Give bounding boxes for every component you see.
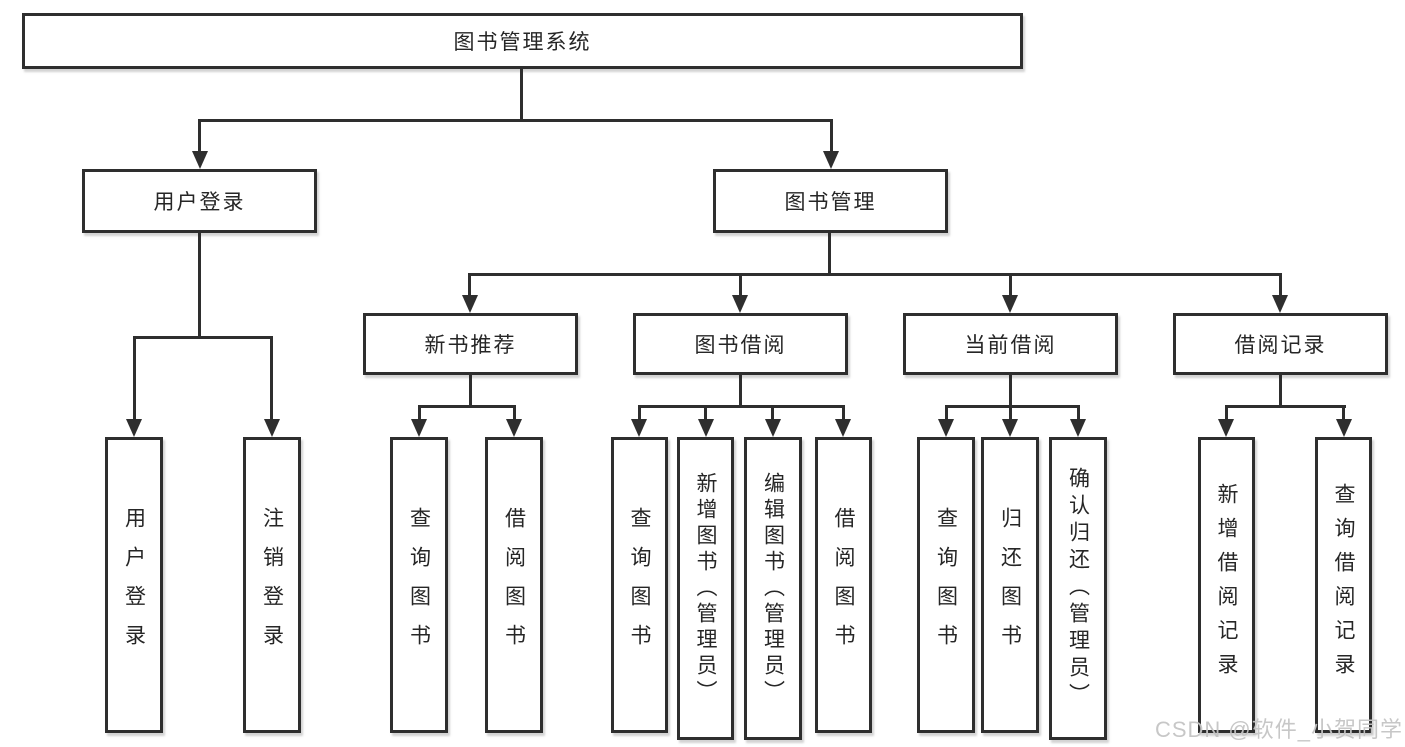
node-new-book-recommendation: 新书推荐	[363, 313, 578, 375]
connector-current-stem	[1009, 375, 1012, 407]
arrowhead-book-management	[823, 151, 839, 169]
leaf-label: 归还图书	[998, 507, 1022, 663]
connector-level2-rail	[198, 119, 833, 122]
leaf-label: 查询图书	[934, 507, 958, 663]
connector-records-rail	[1225, 405, 1346, 408]
leaf-current-confirm-return-admin: 确认归还（管理员）	[1049, 437, 1107, 740]
connector-arrow-recommend-stem	[468, 273, 471, 298]
leaf-label: 查询图书	[407, 507, 431, 663]
arrowhead-cur-confirm	[1070, 419, 1086, 437]
node-label: 借阅记录	[1234, 334, 1327, 357]
leaf-borrowing-edit-books-admin: 编辑图书（管理员）	[744, 437, 802, 740]
leaf-label: 新增图书（管理员）	[694, 471, 717, 706]
connector-current-rail	[945, 405, 1080, 408]
connector-recommend-rail	[418, 405, 516, 408]
leaf-current-return-books: 归还图书	[981, 437, 1039, 733]
leaf-label: 查询图书	[628, 507, 651, 663]
arrowhead-cur-query	[938, 419, 954, 437]
connector-arrow-cur-query-stem	[945, 405, 948, 421]
arrowhead-rec-query	[411, 419, 427, 437]
csdn-watermark: CSDN @软件_小贺同学	[1154, 717, 1403, 742]
leaf-borrowing-add-books-admin: 新增图书（管理员）	[677, 437, 734, 740]
arrowhead-borrowing	[732, 295, 748, 313]
connector-arrow-record-add-stem	[1225, 405, 1228, 421]
leaf-label: 借阅图书	[832, 507, 855, 663]
arrowhead-records	[1272, 295, 1288, 313]
leaf-label: 确认归还（管理员）	[1066, 467, 1090, 710]
leaf-label: 注销登录	[260, 507, 284, 663]
connector-arrow-leaf-logout-stem	[270, 336, 273, 421]
node-user-login: 用户登录	[82, 169, 317, 233]
connector-arrow-leaf-login-stem	[133, 336, 136, 421]
connector-arrow-current-stem	[1009, 273, 1012, 298]
connector-root-stem	[520, 68, 523, 120]
connector-arrow-bor-add-stem	[704, 405, 707, 421]
node-label: 图书管理系统	[453, 31, 592, 54]
leaf-borrowing-query-books: 查询图书	[611, 437, 668, 733]
connector-arrow-user-login-stem	[198, 119, 201, 153]
node-book-borrowing: 图书借阅	[633, 313, 848, 375]
leaf-label: 借阅图书	[502, 507, 526, 663]
connector-arrow-bor-query-stem	[638, 405, 641, 421]
connector-arrow-record-query-stem	[1342, 405, 1345, 421]
connector-arrow-rec-query-stem	[418, 405, 421, 421]
node-borrowing-records: 借阅记录	[1173, 313, 1388, 375]
leaf-user-login: 用户登录	[105, 437, 163, 733]
arrowhead-bor-query	[631, 419, 647, 437]
arrowhead-bor-edit	[765, 419, 781, 437]
arrowhead-bor-borrow	[835, 419, 851, 437]
arrowhead-leaf-login	[126, 419, 142, 437]
connector-arrow-rec-borrow-stem	[513, 405, 516, 421]
connector-book-management-stem	[828, 233, 831, 276]
leaf-label: 查询借阅记录	[1332, 483, 1355, 687]
connector-borrowing-rail	[638, 405, 845, 408]
leaf-label: 新增借阅记录	[1215, 483, 1238, 687]
leaf-logout-login: 注销登录	[243, 437, 301, 733]
connector-arrow-records-stem	[1279, 273, 1282, 298]
connector-user-login-stem	[198, 233, 201, 338]
node-label: 新书推荐	[424, 334, 517, 357]
connector-borrowing-stem	[739, 375, 742, 407]
arrowhead-bor-add	[698, 419, 714, 437]
arrowhead-leaf-logout	[264, 419, 280, 437]
connector-level3-rail	[468, 273, 1282, 276]
node-label: 当前借阅	[964, 334, 1057, 357]
leaf-current-query-books: 查询图书	[917, 437, 975, 733]
node-label: 用户登录	[153, 191, 246, 214]
connector-user-login-rail	[133, 336, 272, 339]
leaf-records-add-borrow-record: 新增借阅记录	[1198, 437, 1255, 733]
node-label: 图书借阅	[694, 334, 787, 357]
arrowhead-record-query	[1336, 419, 1352, 437]
connector-recommend-stem	[469, 375, 472, 407]
connector-arrow-bor-edit-stem	[771, 405, 774, 421]
arrowhead-record-add	[1218, 419, 1234, 437]
leaf-recommend-borrow-books: 借阅图书	[485, 437, 543, 733]
leaf-label: 编辑图书（管理员）	[761, 471, 785, 706]
connector-arrow-cur-confirm-stem	[1077, 405, 1080, 421]
leaf-borrowing-borrow-books: 借阅图书	[815, 437, 872, 733]
node-book-management: 图书管理	[713, 169, 948, 233]
arrowhead-user-login	[192, 151, 208, 169]
leaf-records-query-borrow-record: 查询借阅记录	[1315, 437, 1372, 733]
node-label: 图书管理	[784, 191, 877, 214]
arrowhead-cur-return	[1002, 419, 1018, 437]
leaf-label: 用户登录	[122, 507, 146, 663]
node-current-borrowing: 当前借阅	[903, 313, 1118, 375]
arrowhead-rec-borrow	[506, 419, 522, 437]
connector-arrow-cur-return-stem	[1009, 405, 1012, 421]
arrowhead-recommend	[462, 295, 478, 313]
leaf-recommend-query-books: 查询图书	[390, 437, 448, 733]
connector-arrow-borrowing-stem	[739, 273, 742, 298]
connector-records-stem	[1279, 375, 1282, 407]
node-root-library-management-system: 图书管理系统	[22, 13, 1023, 69]
connector-arrow-bor-borrow-stem	[842, 405, 845, 421]
arrowhead-current	[1002, 295, 1018, 313]
connector-arrow-book-management-stem	[830, 119, 833, 153]
